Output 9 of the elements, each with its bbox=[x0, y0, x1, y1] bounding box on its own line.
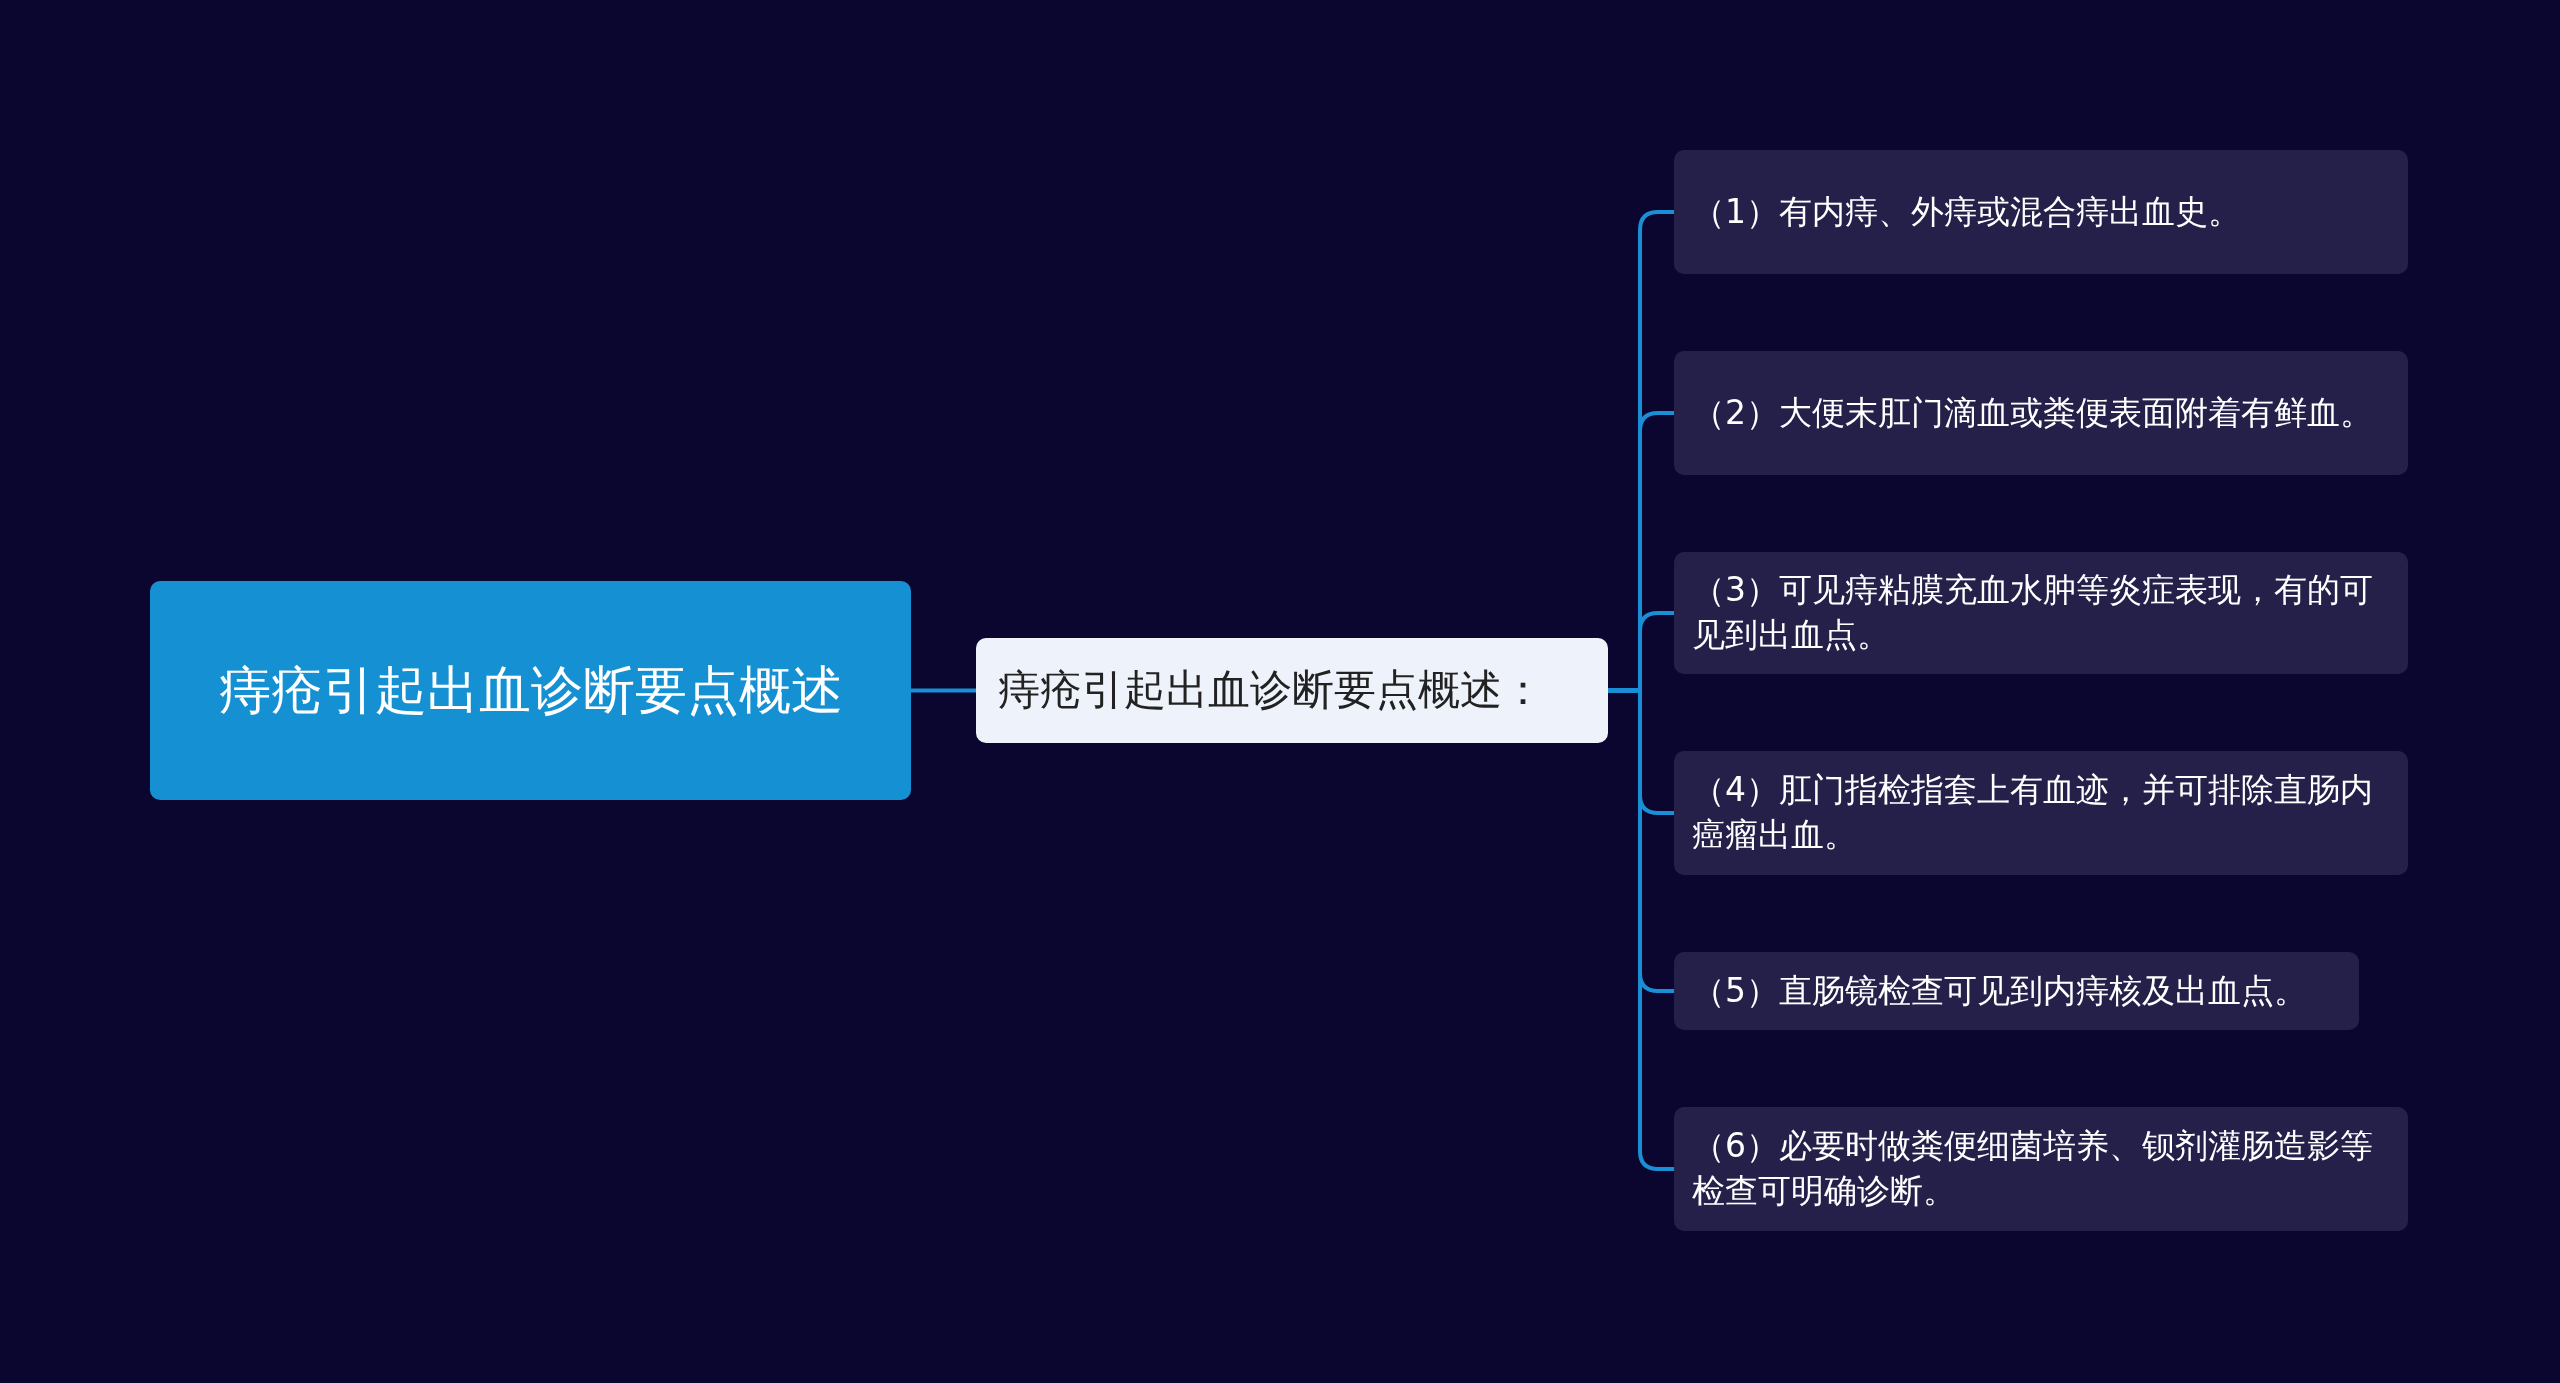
subtopic-box: （6）必要时做粪便细菌培养、钡剂灌肠造影等检查可明确诊断。 bbox=[1674, 1107, 2408, 1231]
topic-box: 痔疮引起出血诊断要点概述： bbox=[976, 638, 1608, 743]
subtopic-box: （4）肛门指检指套上有血迹，并可排除直肠内癌瘤出血。 bbox=[1674, 751, 2408, 875]
connector-line bbox=[911, 688, 976, 693]
subtopic-box: （5）直肠镜检查可见到内痔核及出血点。 bbox=[1674, 952, 2359, 1030]
subtopic-box: （3）可见痔粘膜充血水肿等炎症表现，有的可见到出血点。 bbox=[1674, 552, 2408, 674]
root-topic-box: 痔疮引起出血诊断要点概述 bbox=[150, 581, 911, 800]
subtopic-box: （2）大便末肛门滴血或粪便表面附着有鲜血。 bbox=[1674, 351, 2408, 475]
subtopic-box: （1）有内痔、外痔或混合痔出血史。 bbox=[1674, 150, 2408, 274]
